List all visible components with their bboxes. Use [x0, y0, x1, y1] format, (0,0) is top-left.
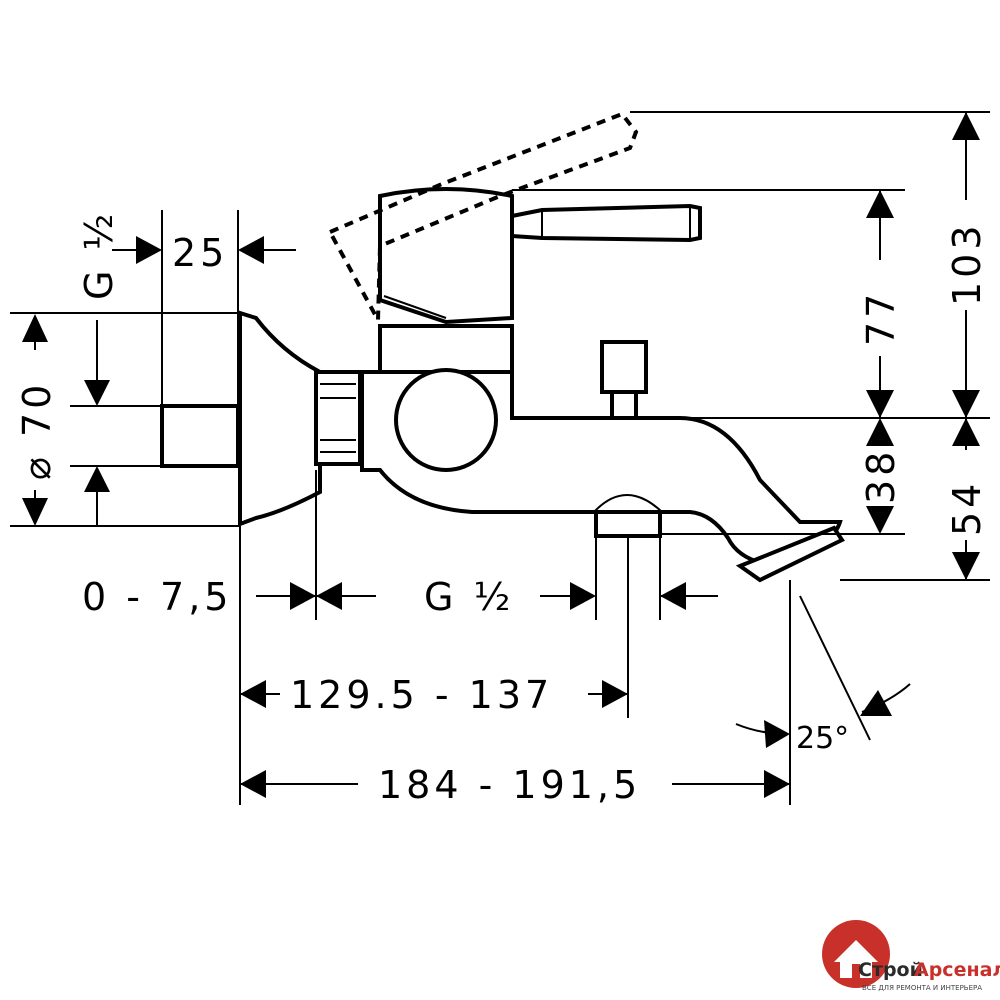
dim-thread-top: G ½ — [77, 210, 121, 300]
faucet-body — [160, 187, 845, 583]
outlet-nut — [594, 510, 662, 538]
dim-length-short: 129.5 - 137 — [290, 673, 553, 717]
dim-height-77: 77 — [859, 290, 903, 346]
dimension-arrows — [22, 112, 980, 798]
dim-thread-bottom: G ½ — [424, 575, 514, 619]
logo-tagline: ВСЕ ДЛЯ РЕМОНТА И ИНТЕРЬЕРА — [862, 984, 982, 992]
diverter-boss — [394, 368, 498, 472]
dim-offset: 0 - 7,5 — [82, 575, 232, 619]
diverter-stem — [610, 390, 638, 420]
diverter-knob — [600, 340, 648, 394]
lever-cap — [378, 187, 514, 325]
dim-width-25: 25 — [172, 231, 228, 275]
logo-name-part1: Строй — [858, 959, 923, 981]
aerator — [735, 525, 845, 583]
dim-length-long: 184 - 191,5 — [378, 763, 641, 807]
escutcheon-flange — [238, 310, 322, 527]
lever-handle — [510, 203, 702, 243]
cartridge-housing — [378, 324, 514, 374]
inlet-pipe — [160, 404, 240, 468]
store-logo: Строй Арсенал ВСЕ ДЛЯ РЕМОНТА И ИНТЕРЬЕР… — [822, 920, 1000, 992]
dim-height-38: 38 — [859, 448, 903, 504]
dim-height-54: 54 — [945, 480, 989, 536]
logo-name-part2: Арсенал — [914, 959, 1000, 981]
dim-height-103: 103 — [945, 221, 989, 306]
dim-angle: 25° — [796, 721, 849, 756]
extension-lines — [10, 111, 990, 805]
dim-diameter-70: ⌀ 70 — [15, 381, 59, 480]
hex-nut — [314, 370, 362, 466]
lever-open-position — [327, 111, 639, 328]
